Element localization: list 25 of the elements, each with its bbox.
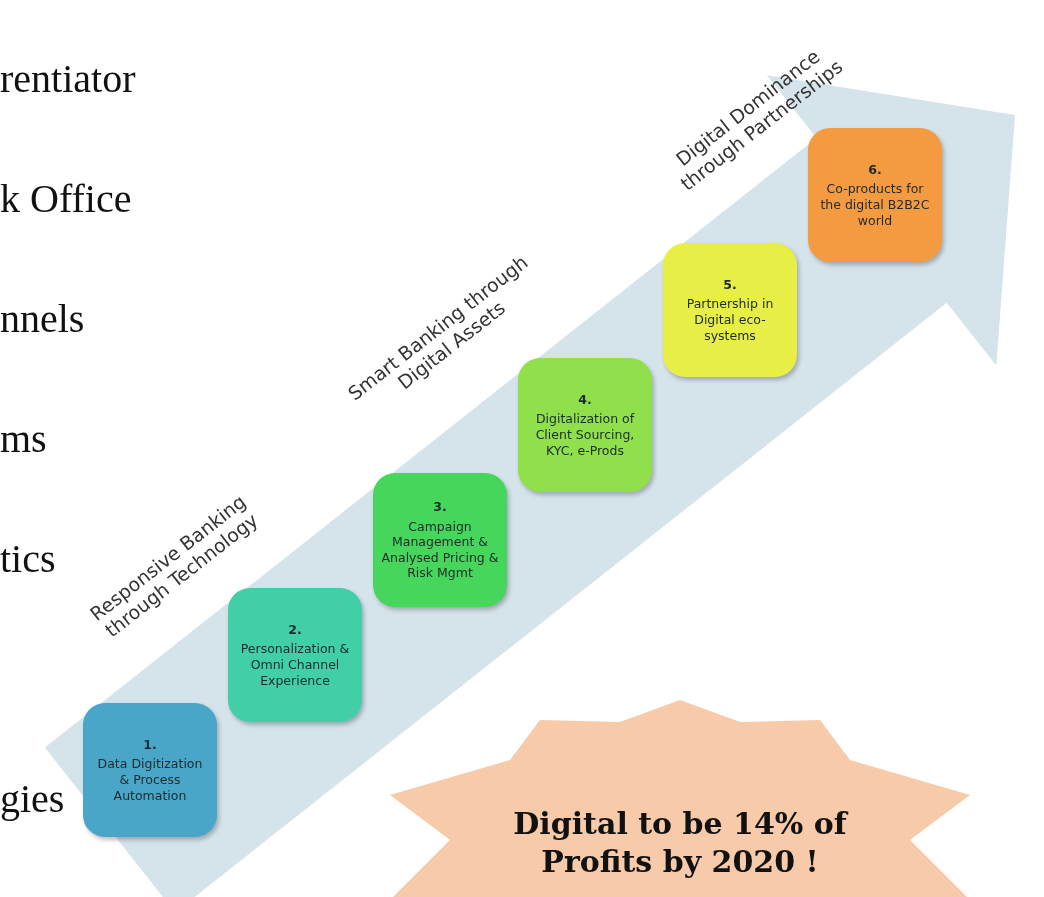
callout-text: Digital to be 14% of Profits by 2020 ! [512,805,850,880]
step-text: Campaign Management & Analysed Pricing & Risk Mgmt [381,518,499,582]
step-number: 2. [288,621,302,638]
step-number: 3. [433,498,447,515]
step-card [83,703,217,837]
step-text: Digitalization of Client Sourcing, KYC, e-Prods [534,411,636,459]
step-number: 1. [143,736,157,753]
cut-off-text: ms [0,415,47,462]
step-number: 5. [723,276,737,293]
step-text: Personalization & Omni Channel Experience [239,641,351,689]
step-card [663,243,797,377]
cut-off-text: rentiator [0,55,136,102]
step-text: Data Digitization & Process Automation [96,756,204,804]
step-number: 6. [868,161,882,178]
step-text: Co-products for the digital B2B2C world [819,181,931,229]
step-text: Partnership in Digital eco-systems [685,296,775,344]
cut-off-text: tics [0,535,56,582]
step-card [228,588,362,722]
step-card [373,473,507,607]
cut-off-text: nnels [0,295,85,342]
step-number: 4. [578,391,592,408]
cut-off-text: gies [0,775,65,822]
step-card [518,358,652,492]
cut-off-text: k Office [0,175,132,222]
starburst-callout [390,700,970,897]
